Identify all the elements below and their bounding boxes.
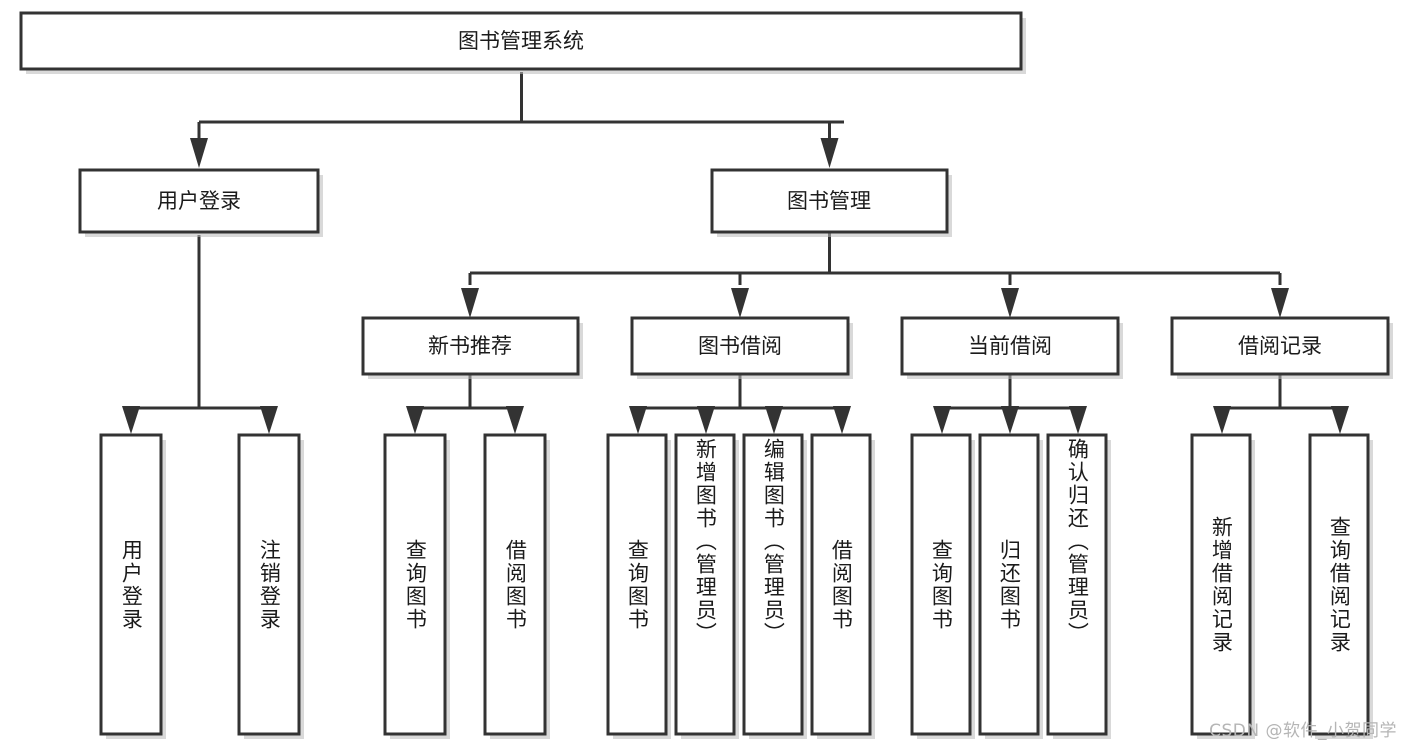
- arrow-currentborrow-leaf-3: [1069, 406, 1087, 434]
- leaf-current-query[interactable]: [910, 433, 975, 739]
- leaf-newbook-borrow-box[interactable]: [483, 433, 547, 736]
- arrow-to-book-borrow: [731, 288, 749, 318]
- node-book-borrow-label: 图书借阅: [698, 334, 782, 358]
- leaf-current-return[interactable]: [978, 433, 1043, 739]
- node-borrow-record-label: 借阅记录: [1238, 334, 1322, 358]
- node-new-book-box[interactable]: [361, 316, 580, 376]
- leaf-user-login[interactable]: [99, 433, 166, 739]
- connector-layer: [122, 72, 1349, 434]
- node-user-login[interactable]: 用户登录: [78, 168, 323, 237]
- arrow-to-leaf-logout: [260, 406, 278, 434]
- leaf-current-return-box[interactable]: [978, 433, 1040, 736]
- arrow-borrowrecord-leaf-1: [1213, 406, 1231, 434]
- arrow-currentborrow-leaf-2: [1001, 406, 1019, 434]
- node-book-borrow[interactable]: 图书借阅: [630, 316, 853, 379]
- leaf-borrow-query-box[interactable]: [606, 433, 668, 736]
- leaf-user-login-box[interactable]: [99, 433, 163, 736]
- node-book-borrow-box[interactable]: [630, 316, 850, 376]
- leaf-borrow-edit-box[interactable]: [742, 433, 804, 736]
- leaf-logout[interactable]: [237, 433, 304, 739]
- arrow-to-new-book: [461, 288, 479, 318]
- node-current-borrow-box[interactable]: [900, 316, 1120, 376]
- arrow-to-current-borrow: [1001, 288, 1019, 318]
- leaf-current-confirm-box[interactable]: [1046, 433, 1108, 736]
- leaf-borrow-book[interactable]: [810, 433, 875, 739]
- leaf-record-add-box[interactable]: [1190, 433, 1252, 736]
- node-book-manage-box[interactable]: [710, 168, 949, 234]
- leaf-borrow-edit-admin[interactable]: [742, 433, 807, 739]
- leaf-newbook-borrow[interactable]: [483, 433, 550, 739]
- leaf-record-add[interactable]: [1190, 433, 1255, 739]
- node-book-manage[interactable]: 图书管理: [710, 168, 952, 237]
- arrow-to-user-login: [190, 138, 208, 168]
- watermark-text: CSDN @软件_小贺同学: [1209, 721, 1397, 741]
- arrow-newbook-leaf-2: [506, 406, 524, 434]
- node-new-book-label: 新书推荐: [428, 334, 512, 358]
- leaf-borrow-book-box[interactable]: [810, 433, 872, 736]
- leaf-borrow-add-box[interactable]: [674, 433, 736, 736]
- arrow-bookborrow-leaf-2: [697, 406, 715, 434]
- leaf-current-confirm-admin[interactable]: [1046, 433, 1111, 739]
- leaf-record-query-box[interactable]: [1308, 433, 1370, 736]
- leaf-newbook-query[interactable]: [383, 433, 450, 739]
- leaf-borrow-query[interactable]: [606, 433, 671, 739]
- leaf-newbook-query-box[interactable]: [383, 433, 447, 736]
- node-new-book-recommend[interactable]: 新书推荐: [361, 316, 583, 379]
- node-user-login-box[interactable]: [78, 168, 320, 234]
- leaf-current-query-box[interactable]: [910, 433, 972, 736]
- leaf-borrow-add-admin[interactable]: [674, 433, 739, 739]
- node-user-login-label: 用户登录: [157, 189, 241, 213]
- arrow-bookborrow-leaf-1: [629, 406, 647, 434]
- node-book-manage-label: 图书管理: [787, 189, 871, 213]
- arrow-borrowrecord-leaf-2: [1331, 406, 1349, 434]
- arrow-newbook-leaf-1: [406, 406, 424, 434]
- node-root[interactable]: 图书管理系统: [19, 11, 1026, 74]
- arrow-to-leaf-user-login: [122, 406, 140, 434]
- arrow-bookborrow-leaf-3: [765, 406, 783, 434]
- arrow-currentborrow-leaf-1: [933, 406, 951, 434]
- node-root-box[interactable]: [19, 11, 1023, 71]
- node-root-label: 图书管理系统: [458, 29, 584, 53]
- node-borrow-record-box[interactable]: [1170, 316, 1390, 376]
- leaf-record-query[interactable]: [1308, 433, 1373, 739]
- node-current-borrow[interactable]: 当前借阅: [900, 316, 1123, 379]
- arrow-to-book-manage: [820, 138, 839, 168]
- arrow-bookborrow-leaf-4: [833, 406, 851, 434]
- arrow-to-borrow-record: [1271, 288, 1289, 318]
- leaf-logout-box[interactable]: [237, 433, 301, 736]
- node-borrow-record[interactable]: 借阅记录: [1170, 316, 1393, 379]
- node-current-borrow-label: 当前借阅: [968, 334, 1052, 358]
